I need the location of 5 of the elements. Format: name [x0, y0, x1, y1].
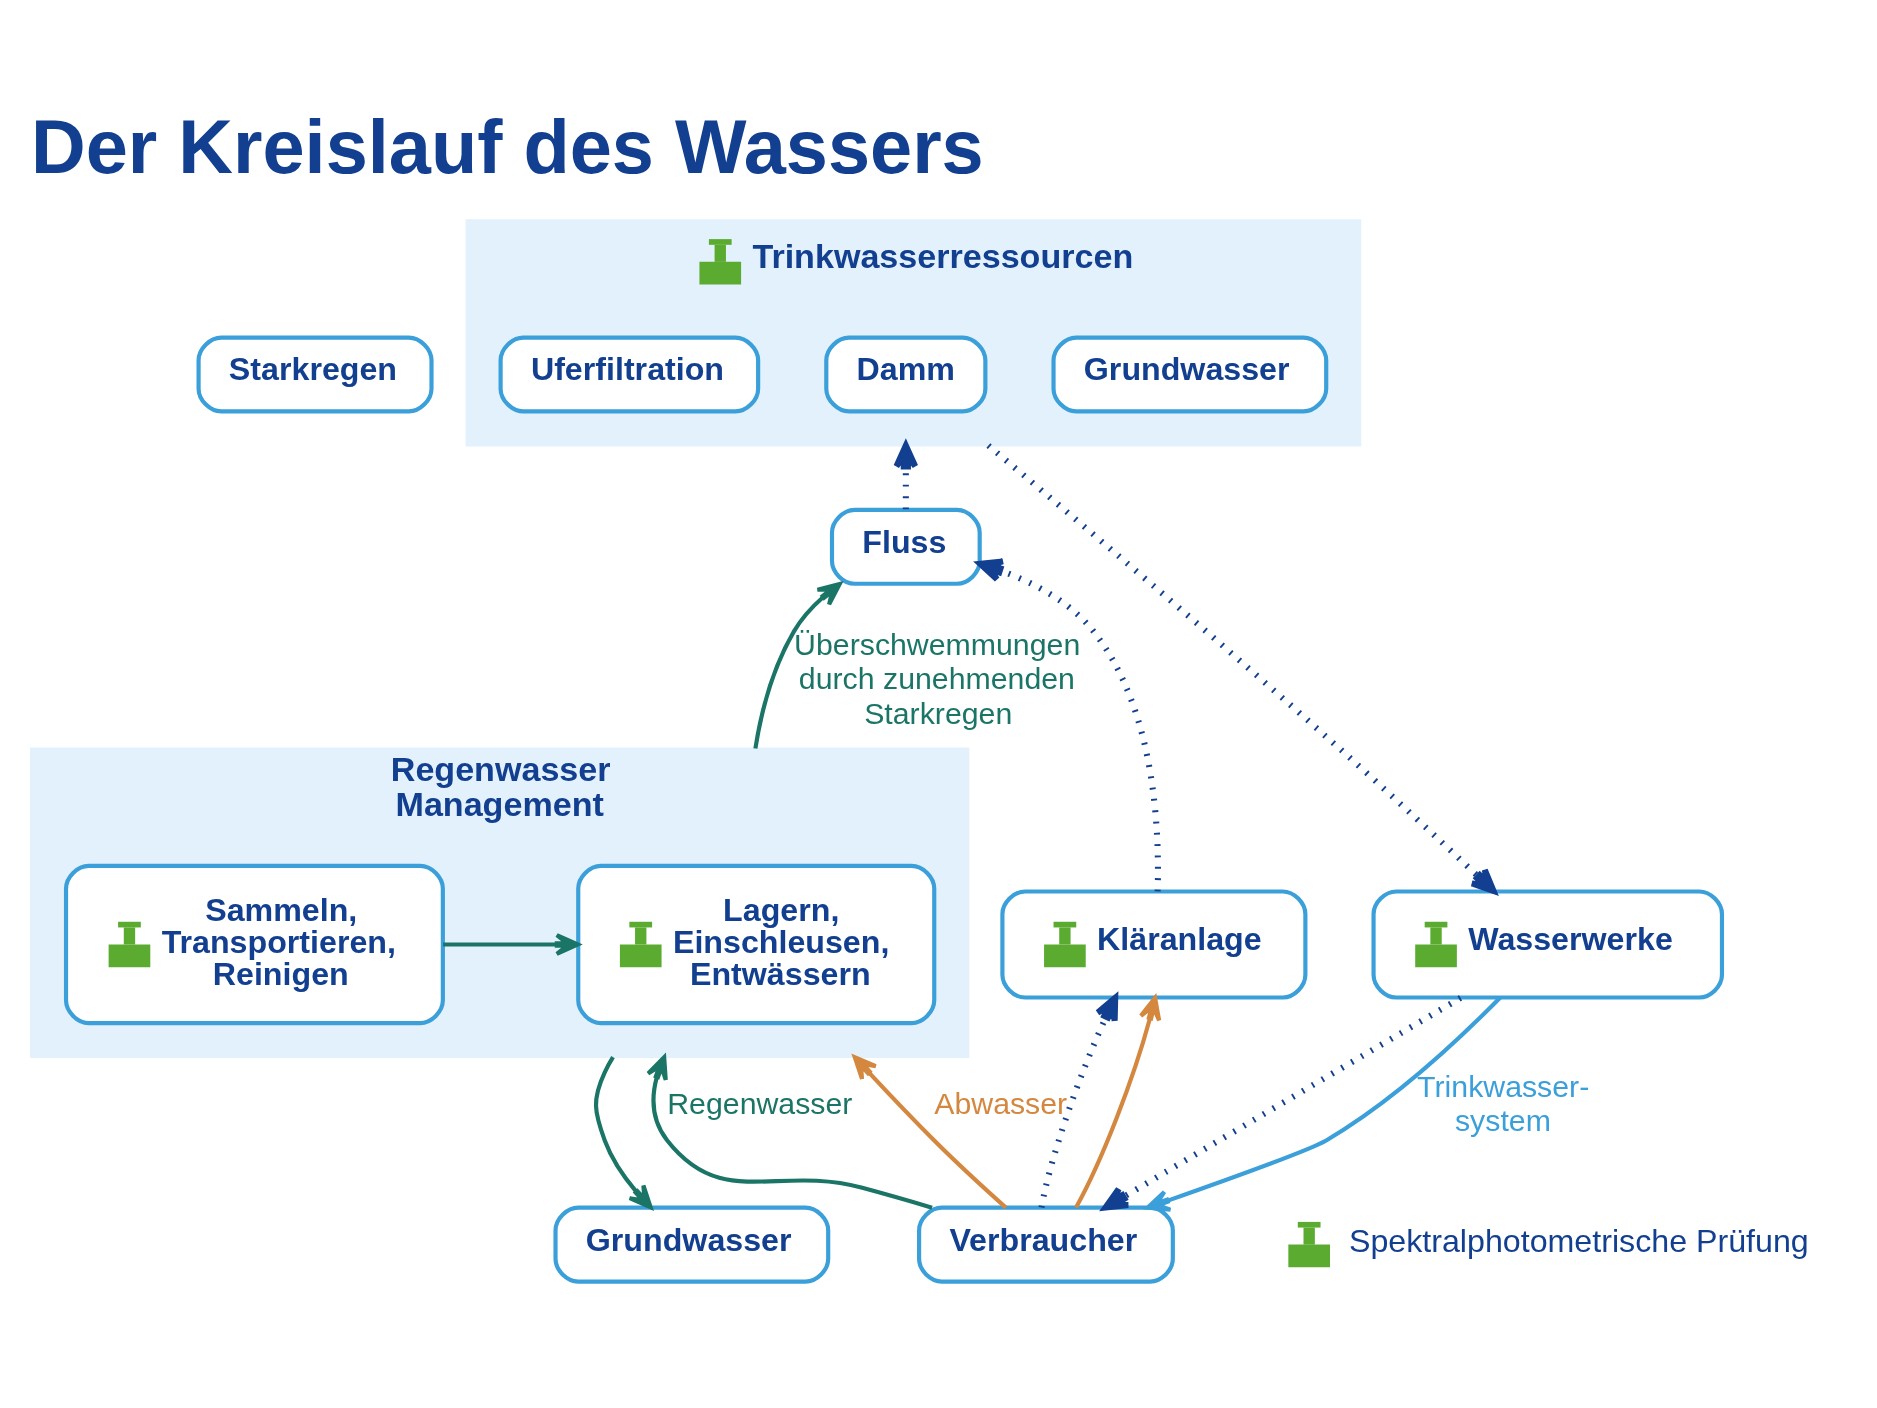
edge-label: Abwasser	[934, 1086, 1068, 1120]
edge-label: Trinkwasser- system	[1417, 1069, 1590, 1137]
legend-label: Spektralphotometrische Prüfung	[1348, 1223, 1809, 1260]
diagram-title: Der Kreislauf des Wassers	[31, 103, 984, 189]
edge-label: Regenwasser	[667, 1086, 853, 1120]
